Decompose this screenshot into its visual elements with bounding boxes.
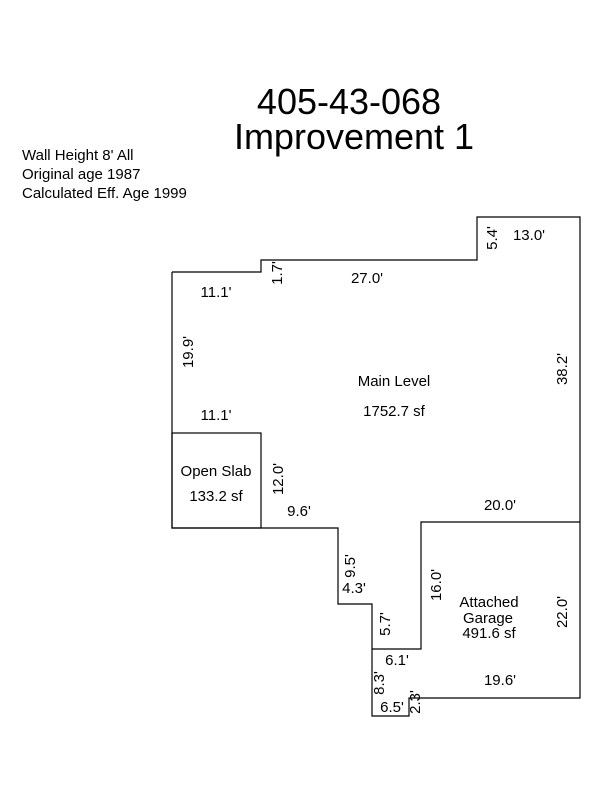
dim-9-5: 9.5' <box>342 554 359 578</box>
garage-outline <box>372 521 580 650</box>
dim-27-0: 27.0' <box>351 270 383 287</box>
dim-1-7: 1.7' <box>269 261 286 285</box>
dim-5-4: 5.4' <box>484 226 501 250</box>
main-level-label: Main Level <box>358 373 431 390</box>
dim-2-3: 2.3' <box>407 690 424 714</box>
dim-8-3: 8.3' <box>371 671 388 695</box>
dim-5-7: 5.7' <box>377 612 394 636</box>
parcel-id-title: 405-43-068 <box>256 81 442 122</box>
dim-12-0: 12.0' <box>270 463 287 495</box>
original-age-text: Original age 1987 <box>22 166 141 183</box>
garage-area: 491.6 sf <box>462 625 516 642</box>
dim-20-0: 20.0' <box>484 497 516 514</box>
dim-13-0: 13.0' <box>513 227 545 244</box>
open-slab-area: 133.2 sf <box>189 488 243 505</box>
wall-height-text: Wall Height 8' All <box>22 147 134 164</box>
dim-9-6: 9.6' <box>287 503 311 520</box>
dim-6-5: 6.5' <box>380 699 404 716</box>
main-level-outline <box>171 216 581 717</box>
open-slab-outline <box>171 432 262 529</box>
dim-16-0: 16.0' <box>428 569 445 601</box>
dim-22-0: 22.0' <box>554 596 571 628</box>
dim-6-1: 6.1' <box>385 652 409 669</box>
improvement-title: Improvement 1 <box>233 116 475 157</box>
garage-label-line1: Attached <box>459 594 518 611</box>
main-level-area: 1752.7 sf <box>363 403 426 420</box>
dim-11-1-top: 11.1' <box>201 284 232 301</box>
dim-4-3: 4.3' <box>342 580 366 597</box>
dim-19-6: 19.6' <box>484 672 516 689</box>
dim-11-1-bottom: 11.1' <box>201 407 232 424</box>
dim-19-9: 19.9' <box>180 336 197 368</box>
effective-age-text: Calculated Eff. Age 1999 <box>22 185 187 202</box>
dim-38-2: 38.2' <box>554 353 571 385</box>
open-slab-label: Open Slab <box>181 463 252 480</box>
garage-label-line2: Garage <box>463 610 513 627</box>
